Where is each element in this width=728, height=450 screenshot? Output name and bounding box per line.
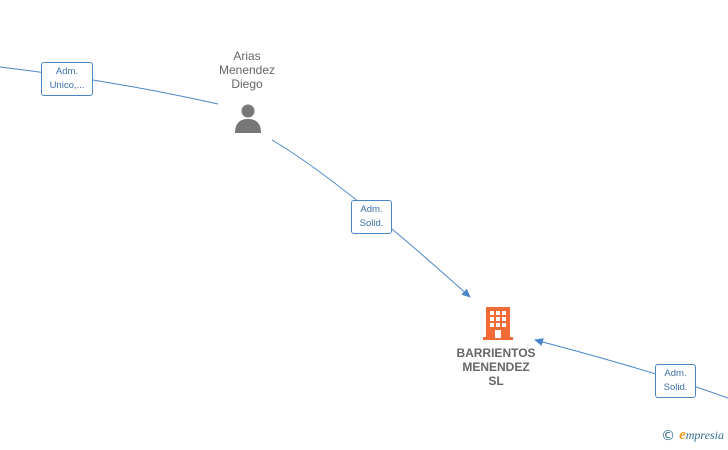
- building-icon[interactable]: [481, 305, 515, 341]
- edge-label-line-1: Adm.: [664, 368, 687, 379]
- person-name-line-2: Menendez: [218, 63, 276, 77]
- person-name-line-3: Diego: [231, 77, 263, 91]
- edge-label-line-1: Adm.: [55, 66, 79, 77]
- company-name-line-2: MENENDEZ: [462, 360, 530, 374]
- copyright-symbol: ©: [661, 427, 676, 444]
- edge-unico-line: [0, 66, 219, 105]
- company-name-line-3: SL: [488, 374, 504, 388]
- edge-label-adm-unico[interactable]: Adm. Unico,...: [41, 62, 93, 96]
- brand-name: empresia: [679, 427, 724, 444]
- edge-label-line-2: Solid.: [359, 218, 384, 229]
- edge-label-line-1: Adm.: [360, 204, 383, 215]
- person-node-name[interactable]: Arias Menendez Diego: [200, 49, 294, 91]
- company-node-name[interactable]: BARRIENTOS MENENDEZ SL: [440, 346, 552, 388]
- edge-person-company-line: [271, 139, 471, 298]
- edge-label-adm-solid-1[interactable]: Adm. Solid.: [351, 200, 392, 234]
- edge-right-company-line: [534, 338, 728, 399]
- edge-label-adm-solid-2[interactable]: Adm. Solid.: [655, 364, 696, 398]
- person-icon[interactable]: [233, 103, 263, 133]
- company-name-line-1: BARRIENTOS: [456, 346, 536, 360]
- brand-initial: e: [679, 427, 686, 443]
- edge-label-line-2: Unico,...: [49, 80, 85, 91]
- brand-rest: mpresia: [685, 428, 724, 442]
- brand-logo[interactable]: © empresia: [661, 427, 724, 444]
- person-name-line-1: Arias: [233, 49, 261, 63]
- edge-label-line-2: Solid.: [663, 382, 688, 393]
